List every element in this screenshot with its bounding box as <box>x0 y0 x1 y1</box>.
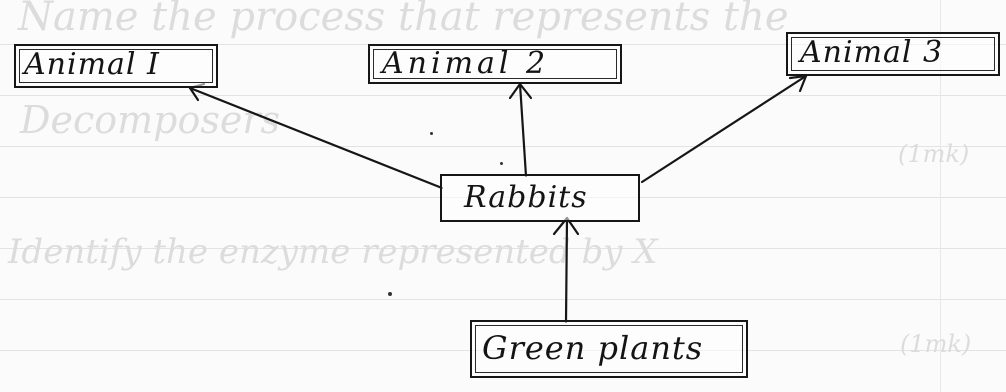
pencil-dot <box>430 132 433 135</box>
arrow-plants-to-rabbits <box>564 216 569 324</box>
node-animal2-label: Animal 2 <box>382 46 550 81</box>
ruled-line <box>0 95 1006 96</box>
ruled-line <box>0 146 1006 147</box>
node-box-inner <box>791 37 995 71</box>
margin-line <box>940 0 941 392</box>
ruled-line <box>0 248 1006 249</box>
ghost-text: Decomposers <box>20 98 281 142</box>
node-animal2-box: Animal 2 <box>368 44 622 84</box>
ghost-text: (1mk) <box>898 140 970 168</box>
node-box-inner <box>19 49 213 83</box>
pencil-dot <box>500 162 503 165</box>
node-plants-label: Green plants <box>482 329 704 367</box>
ghost-text: Name the process that represents the <box>18 0 789 40</box>
ghost-text: (1mk) <box>900 330 972 358</box>
ruled-line <box>0 299 1006 300</box>
node-box-inner <box>373 49 617 79</box>
arrow-rabbits-to-animal2 <box>518 82 528 178</box>
node-plants-box: Green plants <box>470 320 748 378</box>
node-animal1-box: Animal I <box>14 44 218 88</box>
arrowhead-animal3 <box>788 74 808 93</box>
node-animal3-box: Animal 3 <box>786 32 1000 76</box>
node-animal1-label: Animal I <box>24 47 160 82</box>
arrow-rabbits-to-animal1 <box>188 86 444 190</box>
node-rabbits-box: Rabbits <box>440 174 640 222</box>
arrow-rabbits-to-animal3 <box>640 74 808 184</box>
node-rabbits-label: Rabbits <box>464 180 588 215</box>
ghost-text: Identify the enzyme represented by X <box>8 232 658 272</box>
arrowhead-animal2 <box>508 82 533 100</box>
node-animal3-label: Animal 3 <box>800 35 944 70</box>
pencil-dot <box>388 292 392 296</box>
node-box-inner <box>475 325 743 373</box>
